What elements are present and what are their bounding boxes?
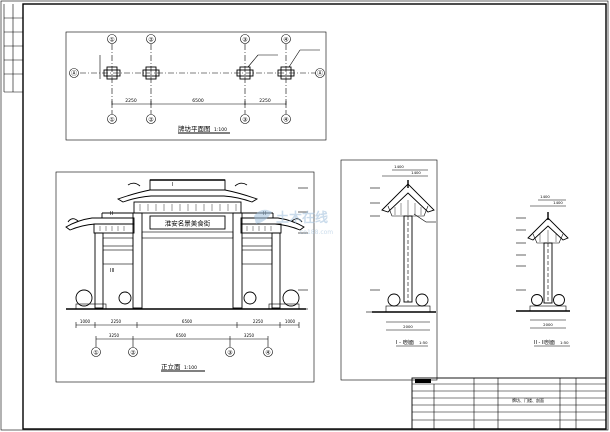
title-block: 牌坊、门楼、剖面: [411, 377, 607, 430]
section-2-scale: 1:50: [560, 340, 569, 345]
elev-dim1-d: 2250: [253, 319, 264, 324]
axis-label-a-right: Ⓐ: [317, 70, 323, 78]
section-2-title: II - II剖面: [534, 339, 555, 346]
plan-dim-3: 2250: [259, 98, 271, 104]
section-1-scale: 1:50: [419, 340, 428, 345]
elev-dim1-b: 2250: [111, 319, 122, 324]
elev-dim1-e: 1000: [285, 319, 296, 324]
plan-axis-bottom-1: ①: [109, 117, 114, 124]
elevation-scale: 1:100: [184, 365, 197, 371]
axis-bubble-a-right: [315, 68, 325, 78]
sec1-dim-top-1: 1400: [394, 164, 404, 169]
elev-axis-3: ③: [227, 350, 232, 357]
elev-axis-1: ①: [93, 350, 98, 357]
watermark-logo: [254, 209, 272, 224]
front-elevation: 淮安名景美食街 I II II III: [55, 171, 315, 383]
tag-roman-left: II: [110, 211, 113, 217]
plan-columns: [103, 66, 295, 80]
elevation-drum-stones: [75, 289, 300, 310]
elevation-roof-left: [65, 212, 135, 234]
company-logo: [415, 379, 431, 383]
sec1-dim-bottom: 2000: [403, 324, 413, 329]
elev-dim2-b: 6500: [176, 333, 187, 338]
plan-axis-top-2: ②: [148, 37, 154, 44]
axis-label-a-left: Ⓐ: [71, 70, 77, 78]
elev-axis-4: ④: [265, 350, 270, 357]
section-1: 1400 1400 2000 I - I剖面 1:5: [340, 159, 438, 381]
watermark-text: 土木在线: [276, 210, 328, 226]
axis-bubble-a-left: [69, 68, 79, 78]
sec2-dim-top-2: 1400: [553, 200, 563, 205]
plan-title: 牌坊平面图: [178, 124, 211, 133]
elev-dim2-a: 3250: [109, 333, 120, 338]
elev-dim2-c: 3250: [244, 333, 255, 338]
plan-dim-1: 2250: [125, 98, 137, 104]
elev-dim1-c: 6500: [182, 319, 193, 324]
plan-axis-bottom-2: ②: [148, 117, 154, 124]
plan-axis-bottom-4: ④: [283, 117, 288, 124]
plaque-frame: [149, 215, 226, 230]
plan-axis-top-4: ④: [283, 37, 288, 44]
section-2: 1400 1400 2000 II - II剖面 1:50: [516, 194, 570, 347]
watermark: 土木在线 co188.com: [254, 209, 333, 236]
elevation-title: 正立面: [161, 362, 181, 371]
sec1-dim-top-2: 1400: [411, 170, 421, 175]
sec2-dim-bottom: 2000: [543, 322, 553, 327]
tag-roman-top: I: [172, 182, 173, 188]
plan-axis-bottom-3: ③: [242, 117, 247, 124]
title-block-project: 牌坊、门楼、剖面: [512, 397, 544, 403]
plan-view: Ⓐ Ⓐ ① ② ③ ④ ① ② ③ ④: [65, 31, 327, 141]
plan-axis-top-3: ③: [242, 37, 247, 44]
watermark-subtext: co188.com: [300, 229, 333, 236]
section-1-title: I - I剖面: [396, 339, 414, 346]
elev-dim1-a: 1000: [80, 319, 91, 324]
sec2-dim-top-1: 1400: [540, 194, 550, 199]
plaque-text: 淮安名景美食街: [165, 219, 211, 228]
plan-dim-2: 6500: [192, 98, 204, 104]
tag-roman-lower: III: [110, 268, 114, 274]
elevation-roof-center: [116, 179, 259, 214]
plan-scale: 1:100: [214, 127, 227, 133]
elev-axis-2: ②: [130, 350, 136, 357]
plan-axis-top-1: ①: [109, 37, 114, 44]
